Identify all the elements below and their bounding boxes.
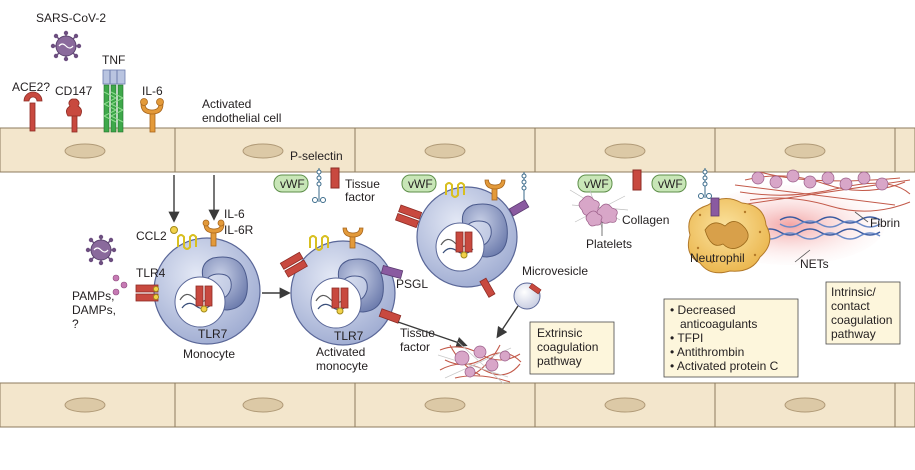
activated-monocyte-label-1: Activated: [316, 345, 365, 359]
endothelium-top: [0, 127, 915, 173]
ccl2-ligand-icon: [170, 226, 178, 234]
tissue-factor-label-mid-1: Tissue: [400, 326, 435, 340]
arrow-microvesicle-to-clot: [496, 305, 519, 339]
svg-text:pathway: pathway: [831, 327, 876, 341]
p-selectin-icon-2: [521, 172, 527, 200]
ace2-label: ACE2?: [12, 80, 50, 94]
svg-text:vWF: vWF: [408, 177, 433, 191]
anticoagulants-box: • Decreased anticoagulants • TFPI • Anti…: [663, 298, 799, 378]
pamps-dots-icon: [112, 274, 128, 296]
intrinsic-pathway-box: Intrinsic/ contact coagulation pathway: [825, 281, 901, 345]
tlr7-label-2: TLR7: [334, 329, 364, 343]
svg-text:Extrinsic: Extrinsic: [537, 326, 582, 340]
svg-text:• Activated protein C: • Activated protein C: [670, 359, 779, 373]
unknown-label: ?: [72, 317, 79, 331]
sars-cov-2-virus-small-icon: [85, 234, 117, 266]
tissue-factor-icon-top: [330, 167, 340, 189]
ccl2-label: CCL2: [136, 229, 167, 243]
nets-label: NETs: [800, 257, 829, 271]
tissue-factor-label-mid-2: factor: [400, 340, 430, 354]
svg-text:contact: contact: [831, 299, 870, 313]
sars-cov-2-label: SARS-CoV-2: [36, 11, 106, 25]
p-selectin-label: P-selectin: [290, 149, 343, 163]
endothelial-label-line2: endothelial cell: [202, 111, 281, 125]
endothelial-label-line1: Activated: [202, 97, 251, 111]
nets-strands-icon: [759, 216, 881, 240]
damps-label: DAMPs,: [72, 303, 116, 317]
fibrin-network-top-icon: [734, 171, 911, 212]
svg-text:Intrinsic/: Intrinsic/: [831, 285, 876, 299]
il6-receptor-top-icon: [140, 98, 164, 133]
svg-text:• TFPI: • TFPI: [670, 331, 703, 345]
vwf-badge-3: vWF: [577, 174, 613, 193]
p-selectin-icon: [312, 168, 326, 203]
tlr4-label: TLR4: [136, 266, 166, 280]
tlr7-label-1: TLR7: [198, 327, 228, 341]
neutrophil-cell: [687, 197, 771, 274]
vwf-badge-1: vWF: [273, 174, 309, 193]
il6-top-label: IL-6: [142, 84, 163, 98]
fibrin-platelets-top-icon: [751, 169, 889, 191]
tissue-factor-label-top-2: factor: [345, 190, 375, 204]
il6r-label: IL-6R: [224, 223, 254, 237]
svg-text:anticoagulants: anticoagulants: [670, 317, 757, 331]
svg-text:pathway: pathway: [537, 354, 582, 368]
cd147-label: CD147: [55, 84, 93, 98]
extrinsic-pathway-box: Extrinsic coagulation pathway: [529, 321, 615, 375]
monocyte-cell: [153, 237, 261, 345]
arrow-to-clot: [397, 321, 468, 348]
collagen-label: Collagen: [622, 213, 669, 227]
svg-text:coagulation: coagulation: [831, 313, 892, 327]
microvesicle-label: Microvesicle: [522, 264, 588, 278]
sars-cov-2-virus-icon: [50, 30, 82, 62]
ace2-receptor-icon: [23, 91, 43, 132]
p-selectin-icon-3: [698, 168, 712, 199]
platelets-label: Platelets: [586, 237, 632, 251]
il6-label: IL-6: [224, 207, 245, 221]
vwf-badge-2: vWF: [401, 174, 437, 193]
il6r-receptor-icon: [202, 219, 225, 247]
tlr4-receptor-icon: [135, 284, 159, 302]
ccl2-receptor-icon: [177, 234, 197, 250]
svg-text:vWF: vWF: [584, 177, 609, 191]
fibrin-clot-icon: [437, 341, 522, 385]
svg-text:coagulation: coagulation: [537, 340, 598, 354]
monocyte-label: Monocyte: [183, 347, 235, 361]
svg-text:• Antithrombin: • Antithrombin: [670, 345, 744, 359]
psgl-label: PSGL: [396, 277, 428, 291]
neutrophil-label: Neutrophil: [690, 251, 745, 265]
svg-text:• Decreased: • Decreased: [670, 303, 736, 317]
fibrin-label: Fibrin: [870, 216, 900, 230]
endothelium-bottom: [0, 382, 915, 428]
platelets-icon: [569, 189, 629, 229]
adhered-monocyte-cell: [395, 179, 530, 298]
pamps-label: PAMPs,: [72, 289, 114, 303]
vwf-badge-4: vWF: [651, 174, 687, 193]
tissue-factor-label-top-1: Tissue: [345, 177, 380, 191]
cd147-receptor-icon: [66, 98, 82, 133]
microvesicle-icon: [513, 282, 542, 310]
svg-text:vWF: vWF: [658, 177, 683, 191]
tissue-factor-icon-right: [632, 169, 642, 191]
activated-monocyte-cell: [279, 227, 404, 346]
svg-text:vWF: vWF: [280, 177, 305, 191]
activated-monocyte-label-2: monocyte: [316, 359, 368, 373]
tnf-label: TNF: [102, 53, 125, 67]
tnf-receptor-icon: [102, 69, 126, 133]
